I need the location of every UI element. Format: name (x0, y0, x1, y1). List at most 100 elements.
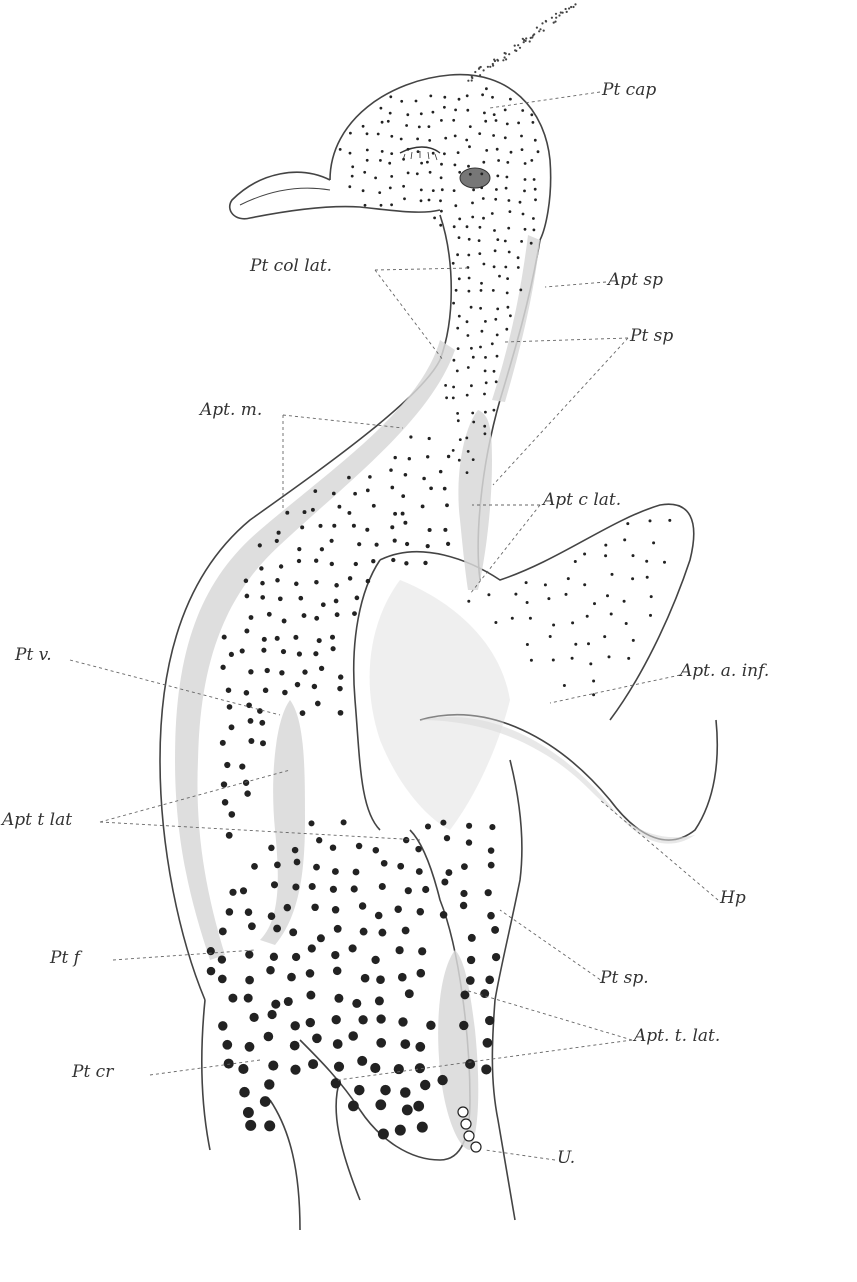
feather-dot-femoral (290, 1041, 300, 1051)
feather-dot-femoral (353, 869, 360, 876)
feather-dot-femoral (284, 904, 291, 911)
feather-dot-wing (574, 560, 577, 563)
label-apt-m: Apt. m. (200, 402, 262, 419)
feather-dot-ventral (321, 602, 326, 607)
feather-dot-femoral (466, 823, 472, 829)
feather-dot-capital (432, 152, 435, 155)
feather-dot-capital (465, 437, 468, 440)
crest-dot (558, 14, 560, 16)
feather-dot-capital (504, 109, 507, 112)
feather-dot-femoral (243, 1107, 254, 1118)
feather-dot-capital (467, 366, 470, 369)
feather-dot-capital (466, 225, 469, 228)
feather-dot-capital (479, 226, 482, 229)
feather-dot-femoral (334, 994, 343, 1003)
feather-dot-capital (454, 204, 457, 207)
feather-dot-capital (390, 135, 393, 138)
feather-dot-capital (452, 386, 455, 389)
feather-dot-femoral (417, 1122, 428, 1133)
feather-dot-capital (380, 107, 383, 110)
feather-dot-femoral (334, 1062, 344, 1072)
feather-dot-femoral (394, 905, 401, 912)
feather-dot-femoral (273, 925, 281, 933)
feather-dot-wing (525, 581, 528, 584)
feather-dot-capital (470, 384, 473, 387)
feather-dot-capital (452, 119, 455, 122)
feather-dot-capital (481, 330, 484, 333)
feather-dot-ventral (366, 579, 371, 584)
feather-dot-ventral (332, 492, 336, 496)
feather-dot-capital (482, 217, 485, 220)
feather-dot-capital (400, 138, 403, 141)
feather-dot-ventral (275, 539, 279, 543)
feather-dot-capital (454, 135, 457, 138)
feather-dot-capital (349, 152, 352, 155)
feather-dot-ventral (348, 576, 353, 581)
feather-dot-capital (407, 148, 410, 151)
crest-dot (505, 58, 507, 60)
feather-dot-ventral (320, 547, 324, 551)
feather-dot-capital (374, 177, 377, 180)
feather-dot-wing (592, 680, 595, 683)
feather-dot-capital (433, 217, 436, 220)
feather-dot-ventral (279, 564, 283, 568)
feather-dot-ventral (227, 704, 233, 710)
feather-dot-capital (485, 87, 488, 90)
feather-dot-capital (504, 136, 507, 139)
feather-dot-femoral (380, 1085, 391, 1096)
feather-dot-femoral (218, 975, 227, 984)
feather-dot-capital (534, 139, 537, 142)
feather-dot-capital (444, 137, 447, 140)
feather-dot-ventral (394, 456, 397, 459)
feather-dot-ventral (338, 674, 343, 679)
feather-dot-femoral (375, 1099, 386, 1110)
feather-dot-capital (478, 239, 481, 242)
feather-dot-ventral (314, 580, 319, 585)
feather-dot-femoral (351, 885, 358, 892)
feather-dot-wing (511, 617, 514, 620)
crest-dot (504, 52, 506, 54)
feather-dot-capital (459, 438, 462, 441)
feather-dot-ventral (404, 561, 408, 565)
feather-dot-femoral (267, 1010, 276, 1019)
feather-dot-capital (467, 334, 470, 337)
feather-dot-femoral (400, 1087, 411, 1098)
feather-dot-wing (494, 621, 497, 624)
feather-dot-capital (472, 458, 475, 461)
feather-dot-wing (593, 602, 596, 605)
feather-dot-capital (469, 125, 472, 128)
feather-dot-femoral (229, 889, 236, 896)
feather-dot-capital (492, 134, 495, 137)
feather-dot-wing (574, 643, 577, 646)
feather-dot-femoral (395, 1125, 406, 1136)
feather-dot-capital (441, 188, 444, 191)
crest-dot (523, 41, 525, 43)
crest-dot (493, 59, 495, 61)
feather-dot-capital (387, 120, 390, 123)
feather-dot-capital (454, 164, 457, 167)
feather-dot-femoral (207, 947, 215, 955)
feather-dot-femoral (226, 908, 234, 916)
feather-dot-ventral (275, 636, 280, 641)
feather-dot-ventral (294, 582, 299, 587)
feather-dot-capital (517, 266, 520, 269)
feather-dot-ventral (405, 542, 409, 546)
feather-dot-capital (351, 175, 354, 178)
feather-dot-ventral (282, 619, 287, 624)
feather-dot-capital (362, 189, 365, 192)
feather-dot-ventral (372, 504, 376, 508)
feather-dot-capital (532, 217, 535, 220)
feather-dot-femoral (376, 975, 385, 984)
feather-dot-femoral (491, 926, 499, 934)
feather-dot-capital (480, 289, 483, 292)
feather-dot-femoral (426, 1021, 435, 1030)
feather-dot-femoral (248, 922, 256, 930)
feather-dot-capital (492, 289, 495, 292)
feather-dot-capital (467, 450, 470, 453)
feather-dot-capital (482, 197, 485, 200)
feather-dot-capital (440, 210, 443, 213)
feather-dot-ventral (337, 686, 343, 692)
feather-dot-wing (586, 615, 589, 618)
feather-dot-ventral (277, 531, 281, 535)
feather-dot-capital (468, 277, 471, 280)
